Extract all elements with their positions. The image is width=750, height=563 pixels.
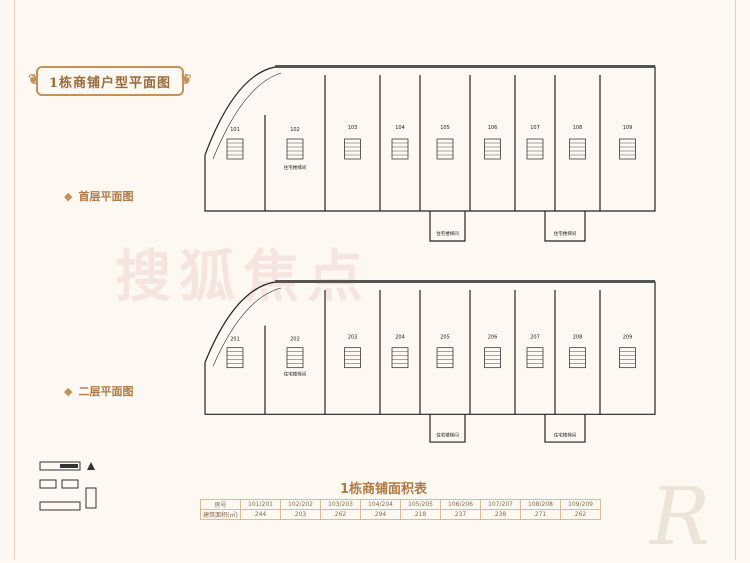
unit-label: 109: [623, 125, 633, 131]
watermark: 搜狐焦点: [115, 245, 371, 310]
unit-label: 102: [290, 127, 300, 133]
stair-icon: [484, 138, 501, 160]
stair-hall-label: 住宅楼梯间: [284, 164, 307, 171]
stair-hall-label: 住宅楼梯间: [436, 432, 459, 439]
unit-label: 108: [573, 125, 583, 131]
stair-hall-label: 住宅楼梯间: [436, 230, 459, 237]
stair-icon: [526, 138, 544, 160]
room-cell: 102/202: [280, 499, 321, 510]
unit-label: 104: [395, 125, 405, 131]
decorative-r-logo: R: [650, 470, 711, 563]
stair-icon: [226, 138, 244, 160]
stair-icon: [526, 347, 544, 369]
stair-icon: [286, 138, 304, 160]
stair-icon: [484, 347, 501, 369]
room-cell: 109/209: [560, 499, 601, 510]
room-cell: 104/204: [360, 499, 401, 510]
area-cell: 238: [480, 509, 521, 520]
unit-label: 207: [530, 334, 540, 340]
room-cell: 101/201: [240, 499, 281, 510]
room-cell: 105/205: [400, 499, 441, 510]
stair-icon: [569, 138, 586, 160]
unit-label: 204: [395, 334, 405, 340]
area-cell: 244: [240, 509, 281, 520]
page-title: 1栋商铺户型平面图: [28, 66, 184, 96]
floor-1-label-text: 首层平面图: [78, 190, 134, 203]
stair-icon: [344, 347, 361, 369]
stair-icon: [569, 347, 586, 369]
area-cell: 237: [440, 509, 481, 520]
row-header: 房号: [200, 499, 241, 510]
site-plan-icon: [39, 461, 97, 511]
unit-label: 205: [440, 334, 450, 340]
room-cell: 106/206: [440, 499, 481, 510]
floor-label-2: ◆二层平面图: [64, 385, 134, 398]
room-cell: 107/207: [480, 499, 521, 510]
row-header: 建筑面积(㎡): [200, 509, 241, 520]
area-table-title: 1栋商铺面积表: [340, 482, 428, 497]
stair-icon: [436, 138, 454, 160]
unit-label: 101: [230, 127, 240, 133]
area-cell: 218: [400, 509, 441, 520]
area-cell: 294: [360, 509, 401, 520]
stair-icon: [226, 347, 244, 369]
area-cell: 262: [320, 509, 361, 520]
stair-hall-label: 住宅楼梯间: [284, 370, 307, 377]
room-cell: 103/203: [320, 499, 361, 510]
unit-label: 107: [530, 125, 540, 131]
stair-icon: [436, 347, 454, 369]
area-cell: 203: [280, 509, 321, 520]
stair-icon: [619, 347, 636, 369]
stair-icon: [619, 138, 636, 160]
unit-label: 201: [230, 336, 240, 342]
stair-icon: [286, 347, 304, 369]
unit-label: 105: [440, 125, 450, 131]
unit-label: 209: [623, 334, 633, 340]
unit-label: 106: [488, 125, 498, 131]
stair-icon: [391, 138, 409, 160]
unit-label: 206: [488, 334, 498, 340]
unit-label: 103: [348, 125, 358, 131]
stair-icon: [344, 138, 361, 160]
area-cell: 262: [560, 509, 601, 520]
area-cell: 271: [520, 509, 561, 520]
page-frame: [14, 0, 736, 560]
unit-label: 202: [290, 336, 300, 342]
floor-2-label-text: 二层平面图: [78, 385, 134, 398]
stair-hall-label: 住宅楼梯间: [554, 432, 577, 439]
unit-label: 208: [573, 334, 583, 340]
stair-hall-label: 住宅楼梯间: [554, 230, 577, 237]
stair-icon: [391, 347, 409, 369]
floor-label-1: ◆首层平面图: [64, 190, 134, 203]
unit-label: 203: [348, 334, 358, 340]
room-cell: 108/208: [520, 499, 561, 510]
